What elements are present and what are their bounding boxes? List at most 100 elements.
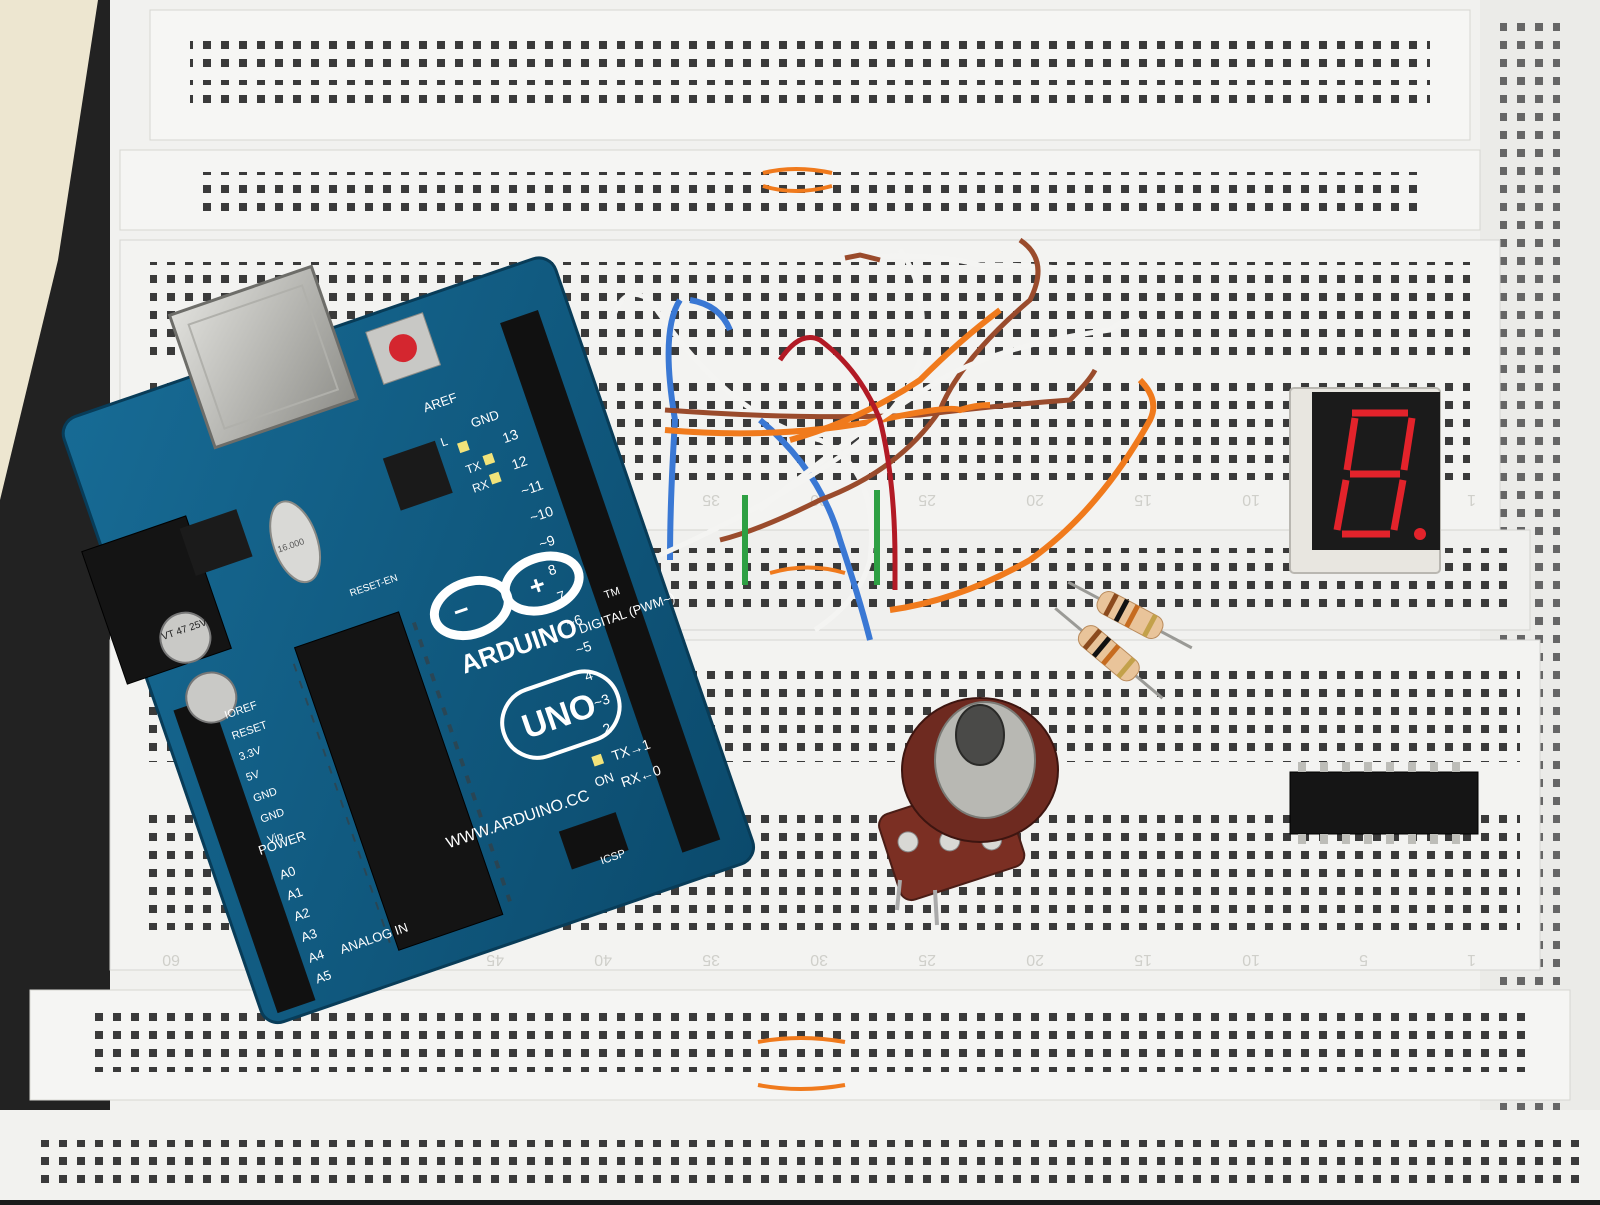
analog-pin-label: A5 bbox=[313, 967, 333, 986]
usb-chip bbox=[382, 440, 453, 511]
model-badge bbox=[500, 669, 622, 760]
wire-blue-1 bbox=[665, 298, 683, 561]
analog-pin-label: A1 bbox=[285, 884, 305, 903]
table-corner bbox=[0, 0, 98, 500]
digital-pin-label: ~11 bbox=[518, 476, 545, 499]
icsp-header bbox=[558, 812, 629, 870]
voltage-regulator bbox=[179, 509, 253, 576]
column-number: 25 bbox=[918, 491, 936, 508]
ic-pin bbox=[1298, 834, 1306, 844]
capacitor-2 bbox=[185, 671, 238, 724]
capacitor-1 bbox=[159, 611, 212, 664]
analog-pin-label: A0 bbox=[277, 863, 297, 882]
resistor-2 bbox=[1054, 607, 1164, 700]
resistors bbox=[1054, 580, 1193, 700]
mid-bridge-wire bbox=[769, 565, 846, 575]
led-rx bbox=[488, 471, 502, 485]
jumper-wires bbox=[607, 237, 1157, 641]
digital-pin-label: ~3 bbox=[591, 690, 612, 710]
column-number: 45 bbox=[486, 951, 504, 968]
bottom-edge-holes bbox=[40, 1140, 1580, 1190]
pot-leg-1 bbox=[895, 879, 902, 911]
column-number: 20 bbox=[1026, 491, 1044, 508]
ic-pin bbox=[1342, 762, 1350, 772]
led-tx bbox=[482, 452, 496, 466]
ic-pin bbox=[1430, 762, 1438, 772]
rail-bridge-wire-top-2 bbox=[762, 184, 833, 193]
column-numbers-bottom: 605550454035302520151051 bbox=[162, 951, 1476, 968]
column-number: 1 bbox=[1467, 491, 1476, 508]
wire-brown-stub bbox=[844, 252, 881, 263]
column-number: 30 bbox=[810, 951, 828, 968]
display-digit bbox=[1333, 409, 1416, 538]
column-number: 20 bbox=[1026, 951, 1044, 968]
ic-body bbox=[1289, 771, 1479, 835]
wire-white-1 bbox=[607, 291, 874, 633]
column-number: 40 bbox=[594, 951, 612, 968]
digital-pin-label: 12 bbox=[509, 452, 529, 472]
top-power-rail bbox=[149, 9, 1471, 141]
rail-bridge-wire-bottom bbox=[757, 1036, 846, 1044]
digital-pin-label: ~6 bbox=[564, 611, 585, 631]
column-number: 5 bbox=[1359, 951, 1368, 968]
wire-orange-1 bbox=[664, 402, 991, 437]
ic-pin bbox=[1408, 762, 1416, 772]
on-label: ON bbox=[592, 769, 615, 790]
ic-pin bbox=[1342, 834, 1350, 844]
segment-e bbox=[1333, 479, 1350, 531]
digital-pin-label: ~5 bbox=[573, 637, 594, 657]
wire-white-4 bbox=[758, 317, 1141, 512]
wire-orange-3 bbox=[889, 377, 1157, 613]
ic-pin bbox=[1298, 762, 1306, 772]
digital-pin-label: ~10 bbox=[528, 503, 556, 526]
bottom-rail-holes bbox=[90, 1012, 1530, 1072]
power-pin-label: Vin bbox=[266, 830, 285, 846]
ic-pin bbox=[1452, 834, 1460, 844]
potentiometer bbox=[878, 697, 1059, 926]
ic-pin bbox=[1452, 762, 1460, 772]
rail-bridge-wire-top bbox=[762, 167, 833, 175]
crystal bbox=[269, 500, 322, 584]
pot-shaft[interactable] bbox=[955, 704, 1005, 766]
led-l bbox=[457, 440, 470, 454]
tx-label: TX bbox=[464, 459, 483, 477]
ic-pin bbox=[1386, 834, 1394, 844]
digital-pin-label: 13 bbox=[500, 426, 520, 446]
l-label: L bbox=[439, 434, 450, 450]
arduino-uno-board: − + ARDUINO TM UNO WWW.ARDUINO.CC AREF G… bbox=[61, 256, 756, 1025]
analog-pin-label: A4 bbox=[306, 946, 326, 965]
power-analog-header bbox=[173, 697, 316, 1014]
led-on bbox=[591, 753, 605, 767]
ic-pin bbox=[1364, 834, 1372, 844]
analog-pin-label: A3 bbox=[299, 925, 319, 944]
column-number: 15 bbox=[1134, 491, 1152, 508]
wire-white-2 bbox=[839, 253, 1076, 273]
resistor-1 bbox=[1067, 580, 1193, 650]
usb-port-inner bbox=[187, 284, 340, 430]
column-number: 60 bbox=[162, 951, 180, 968]
ic-pin bbox=[1386, 762, 1394, 772]
column-number: 1 bbox=[1467, 951, 1476, 968]
column-number: 35 bbox=[702, 951, 720, 968]
rail-bridge-wire-bottom-2 bbox=[757, 1083, 846, 1091]
ic-pin bbox=[1364, 762, 1372, 772]
top-rail-holes-2 bbox=[190, 80, 1430, 110]
wire-red-1 bbox=[777, 335, 898, 590]
seven-segment-display bbox=[1289, 387, 1441, 574]
analog-pin-label: A2 bbox=[292, 905, 312, 924]
segment-f bbox=[1343, 417, 1359, 471]
wire-blue-2 bbox=[689, 297, 733, 332]
pot-leg-2 bbox=[933, 889, 939, 926]
column-number: 10 bbox=[1242, 491, 1260, 508]
segment-b bbox=[1400, 417, 1416, 471]
ic-pin bbox=[1430, 834, 1438, 844]
power-pin-label: 5V bbox=[245, 768, 262, 784]
chip-pins-left bbox=[283, 658, 391, 946]
digital-pin-label: ~9 bbox=[537, 532, 558, 552]
reset-button-cap[interactable] bbox=[385, 330, 421, 366]
column-number: 25 bbox=[918, 951, 936, 968]
